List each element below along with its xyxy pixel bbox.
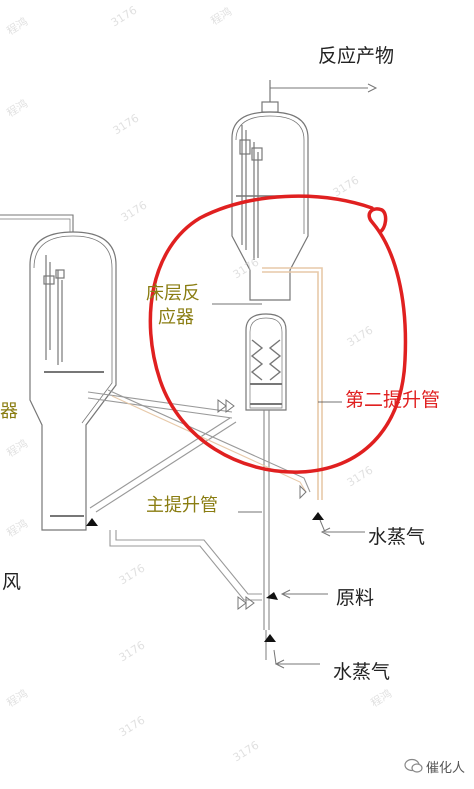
valves (217, 399, 307, 610)
brand-text: 催化人 (426, 761, 466, 776)
red-annotation-circle (148, 194, 408, 474)
bed-reactor-label-line1: 床层反 (146, 283, 200, 304)
left-edge-label: 风 (2, 571, 22, 593)
steam-top-label: 水蒸气 (368, 526, 426, 548)
steam-bottom-label: 水蒸气 (333, 661, 391, 683)
injection-arrows (86, 512, 365, 669)
second-riser-pipe (262, 267, 323, 500)
reaction-product-label: 反应产物 (318, 45, 395, 67)
bed-reactor (245, 313, 287, 411)
transfer-lines (87, 389, 311, 601)
left-edge-label: 器 (0, 401, 18, 422)
bed-reactor-label-line2: 应器 (158, 307, 194, 328)
product-outlet (269, 80, 378, 93)
leader-lines (212, 303, 342, 513)
second-riser-label: 第二提升管 (345, 389, 441, 411)
main-riser-pipe (263, 410, 270, 660)
regenerator-vessel (29, 231, 117, 531)
brand-mark: 催化人 (404, 754, 474, 778)
regenerator-top-line (0, 214, 74, 232)
main-riser-label: 主提升管 (146, 495, 218, 516)
feedstock-label: 原料 (336, 587, 375, 609)
wechat-icon (404, 758, 423, 773)
